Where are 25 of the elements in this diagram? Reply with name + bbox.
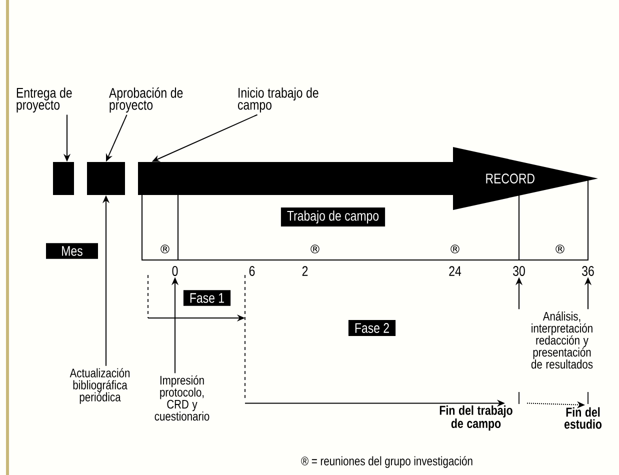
phase-label: Mes bbox=[46, 243, 98, 259]
milestone-block bbox=[53, 162, 74, 195]
annotation-text: Actualización bibliográfica periódica bbox=[70, 368, 130, 404]
annotation-text: Inicio trabajo de campo bbox=[238, 87, 318, 113]
month-number: 36 bbox=[582, 266, 594, 276]
meeting-symbol: ® bbox=[160, 244, 170, 254]
annotation-text: Aprobación de proyecto bbox=[109, 87, 183, 113]
annotation-text: Entrega de proyecto bbox=[16, 87, 72, 113]
meeting-symbol: ® bbox=[450, 244, 460, 254]
month-number: 24 bbox=[449, 266, 462, 276]
month-number: 2 bbox=[302, 266, 308, 276]
month-number: 30 bbox=[513, 266, 525, 276]
phase-label: Fase 2 bbox=[348, 320, 396, 336]
phase-label: Fase 1 bbox=[183, 290, 231, 306]
milestone-text: Fin del estudio bbox=[564, 407, 602, 429]
annotation-text: Análisis, interpretación redacción y presentación de resultados bbox=[531, 311, 593, 369]
meeting-symbol: ® bbox=[556, 244, 564, 254]
legend-note: ® = reuniones del grupo investigación bbox=[301, 456, 472, 468]
meeting-symbol: ® bbox=[310, 244, 320, 254]
annotation-text: Impresión protocolo, CRD y cuestionario bbox=[154, 375, 210, 421]
month-number: 0 bbox=[172, 266, 178, 276]
month-number: 6 bbox=[249, 266, 255, 276]
phase-label: Trabajo de campo bbox=[280, 207, 386, 227]
milestone-text: Fin del trabajo de campo bbox=[440, 405, 512, 431]
milestone-block bbox=[87, 162, 125, 195]
